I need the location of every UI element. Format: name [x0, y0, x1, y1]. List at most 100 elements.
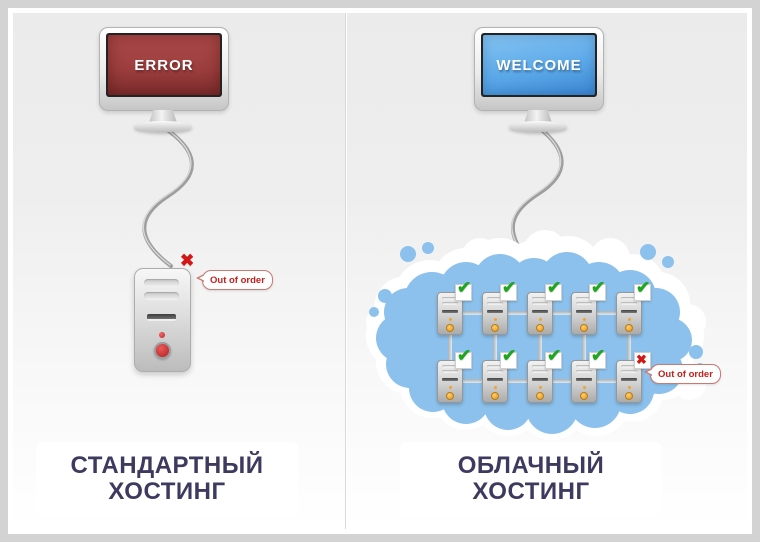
tower-vent: [144, 279, 179, 287]
cloud-server: ✔: [437, 347, 472, 403]
network-link: [538, 334, 542, 360]
monitor-right-stand-neck: [524, 110, 552, 123]
out-of-order-text-right: Out of order: [658, 368, 713, 380]
panel-divider: [345, 13, 346, 529]
standard-hosting-line1: СТАНДАРТНЫЙ: [70, 452, 264, 479]
server-led: [539, 318, 542, 321]
server-vent: [621, 302, 637, 305]
cloud-server: ✔: [482, 279, 517, 335]
check-icon: ✔: [589, 347, 606, 369]
server-vent: [442, 297, 458, 300]
network-link: [627, 334, 631, 360]
standard-hosting-line2: ХОСТИНГ: [108, 478, 226, 505]
server-vent: [442, 302, 458, 305]
server-led: [494, 386, 497, 389]
label-card-left: СТАНДАРТНЫЙ ХОСТИНГ: [36, 442, 298, 516]
cloud-server: ✔: [571, 347, 606, 403]
server-vent: [487, 302, 503, 305]
cloud-server: ✔: [616, 279, 651, 335]
cloud-server: ✔: [437, 279, 472, 335]
server-vent: [487, 370, 503, 373]
check-icon: ✔: [455, 347, 472, 369]
cable-left-icon: [142, 125, 194, 268]
check-icon: ✔: [500, 347, 517, 369]
network-link: [582, 334, 586, 360]
server-vent: [576, 370, 592, 373]
error-screen-text: ERROR: [134, 56, 194, 74]
server-vent: [621, 297, 637, 300]
server-power-button: [446, 392, 454, 400]
server-drive-slot: [487, 378, 503, 381]
server-led: [494, 318, 497, 321]
server-drive-slot: [442, 378, 458, 381]
tower-led: [159, 332, 165, 338]
error-screen: ERROR: [108, 35, 220, 95]
server-led: [583, 318, 586, 321]
server-led: [628, 318, 631, 321]
server-vent: [532, 297, 548, 300]
server-led: [449, 386, 452, 389]
server-power-button: [580, 392, 588, 400]
server-drive-slot: [621, 310, 637, 313]
server-vent: [442, 370, 458, 373]
welcome-screen-text: WELCOME: [496, 56, 582, 74]
out-of-order-bubble-left: Out of order: [196, 270, 273, 290]
server-vent: [532, 365, 548, 368]
server-drive-slot: [621, 378, 637, 381]
tower-drive-slot: [147, 314, 176, 321]
server-led: [449, 318, 452, 321]
cloud-hosting-line1: ОБЛАЧНЫЙ: [457, 452, 605, 479]
cloud-server: ✔: [482, 347, 517, 403]
label-card-right: ОБЛАЧНЫЙ ХОСТИНГ: [400, 442, 662, 516]
server-power-button: [446, 324, 454, 332]
welcome-screen: WELCOME: [483, 35, 595, 95]
check-icon: ✔: [545, 347, 562, 369]
cross-icon: ✖: [180, 251, 195, 270]
cloud-hosting-line2: ХОСТИНГ: [472, 478, 590, 505]
monitor-right-bezel: WELCOME: [481, 33, 597, 97]
standard-server-tower: [134, 268, 191, 372]
server-led: [539, 386, 542, 389]
server-vent: [621, 370, 637, 373]
server-led: [583, 386, 586, 389]
server-vent: [532, 302, 548, 305]
server-power-button: [580, 324, 588, 332]
server-vent: [487, 365, 503, 368]
cross-icon: ✖: [634, 352, 651, 369]
cloud-server: ✔: [527, 347, 562, 403]
monitor-left-bezel: ERROR: [106, 33, 222, 97]
cable-right-icon: [510, 125, 564, 256]
server-drive-slot: [532, 378, 548, 381]
check-icon: ✔: [455, 279, 472, 301]
server-vent: [442, 365, 458, 368]
server-power-button: [625, 324, 633, 332]
server-vent: [532, 370, 548, 373]
server-vent: [487, 297, 503, 300]
monitor-left: ERROR: [99, 27, 229, 111]
server-power-button: [536, 392, 544, 400]
server-power-button: [536, 324, 544, 332]
monitor-right: WELCOME: [474, 27, 604, 111]
out-of-order-bubble-right: Out of order: [644, 364, 721, 384]
server-drive-slot: [576, 310, 592, 313]
network-link: [493, 334, 497, 360]
server-drive-slot: [576, 378, 592, 381]
server-vent: [576, 297, 592, 300]
check-icon: ✔: [545, 279, 562, 301]
cloud-hosting-label: ОБЛАЧНЫЙ ХОСТИНГ: [458, 453, 605, 505]
tower-power-button: [154, 342, 171, 359]
monitor-left-stand-neck: [149, 110, 177, 123]
server-vent: [621, 365, 637, 368]
check-icon: ✔: [589, 279, 606, 301]
server-power-button: [625, 392, 633, 400]
server-power-button: [491, 392, 499, 400]
server-drive-slot: [442, 310, 458, 313]
network-link: [448, 334, 452, 360]
tower-vent: [144, 292, 179, 300]
cloud-server: ✔: [527, 279, 562, 335]
monitor-left-stand-base: [134, 121, 192, 132]
check-icon: ✔: [634, 279, 651, 301]
server-drive-slot: [487, 310, 503, 313]
